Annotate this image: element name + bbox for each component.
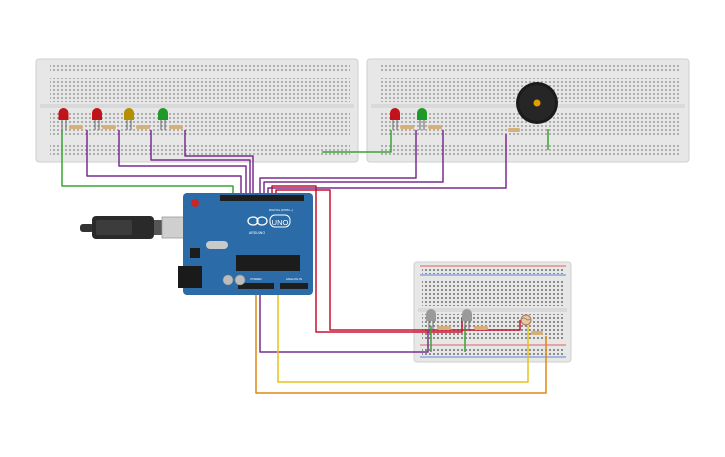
digital-header <box>220 195 304 201</box>
components-top-right <box>390 82 558 132</box>
components-bottom <box>426 309 543 335</box>
leds-top-left <box>58 108 183 132</box>
resistor-2[interactable] <box>102 125 116 129</box>
arduino-uno-board[interactable]: UNO ARDUINO DIGITAL (PWM ~) POWER ANALOG… <box>178 193 313 295</box>
breadboard-bottom-right <box>413 261 572 363</box>
wire-purple-6 <box>263 130 444 197</box>
resistor-8[interactable] <box>437 326 451 330</box>
breadboard-top-left <box>35 58 359 163</box>
wire-purple-2 <box>118 130 247 197</box>
power-jack <box>178 266 202 288</box>
led-green-2[interactable] <box>417 108 427 130</box>
led-green-1[interactable] <box>158 108 168 130</box>
resistor-3[interactable] <box>136 125 150 129</box>
led-yellow-1[interactable] <box>124 108 134 130</box>
resistor-1[interactable] <box>69 125 83 129</box>
led-red-3[interactable] <box>390 108 400 130</box>
piezo-buzzer[interactable] <box>516 82 558 124</box>
reset-button[interactable] <box>191 199 199 207</box>
resistor-6[interactable] <box>428 125 442 129</box>
wire-purple-5 <box>259 130 417 197</box>
wire-purple-1 <box>86 130 242 197</box>
power-header <box>238 283 274 289</box>
usb-cable[interactable] <box>80 216 199 239</box>
wires <box>61 129 549 394</box>
wire-yellow <box>277 286 529 383</box>
analog-label: ANALOG IN <box>286 277 302 281</box>
wire-green-1 <box>61 130 234 197</box>
resistor-10[interactable] <box>531 331 543 335</box>
arduino-brand-label: ARDUINO <box>249 231 265 235</box>
resistor-5[interactable] <box>400 125 414 129</box>
resistor-9[interactable] <box>474 326 488 330</box>
uno-label: UNO <box>272 218 289 227</box>
power-label: POWER <box>250 277 262 281</box>
wire-green-2 <box>322 130 392 153</box>
wire-purple-7 <box>267 134 507 197</box>
led-gray-2[interactable] <box>462 309 472 330</box>
arduino-logo <box>247 214 291 228</box>
led-red-2[interactable] <box>92 108 102 130</box>
wire-purple-4 <box>184 130 254 197</box>
microcontroller-chip <box>236 255 300 271</box>
wire-orange <box>255 286 547 394</box>
wire-purple-8 <box>259 286 429 353</box>
resistor-4[interactable] <box>169 125 183 129</box>
led-gray-1[interactable] <box>426 309 436 330</box>
analog-header <box>280 283 308 289</box>
digital-label: DIGITAL (PWM ~) <box>269 208 293 212</box>
photoresistor[interactable] <box>520 314 532 326</box>
wire-purple-3 <box>150 130 251 197</box>
resistor-7[interactable] <box>508 128 520 132</box>
led-red-1[interactable] <box>58 108 69 132</box>
wire-red-2 <box>275 189 521 331</box>
